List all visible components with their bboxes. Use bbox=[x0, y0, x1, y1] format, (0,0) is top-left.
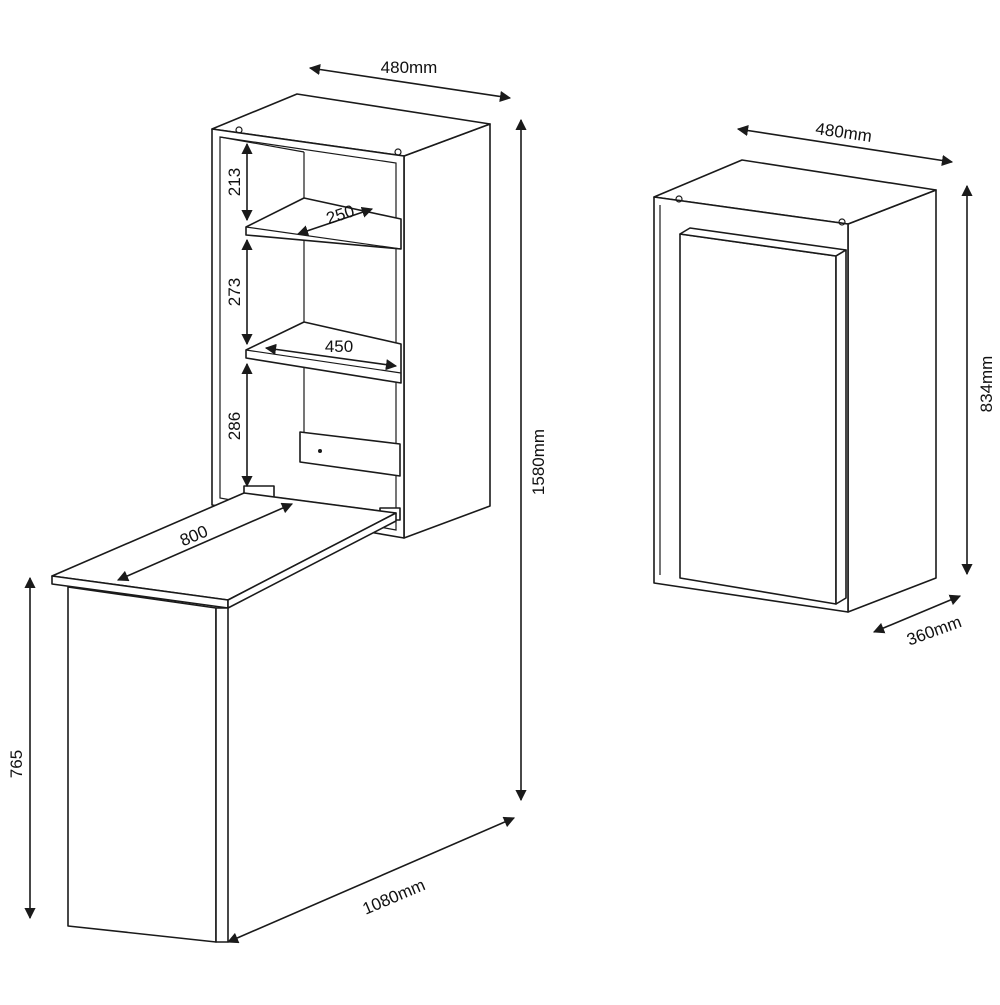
closed-unit-drawing bbox=[653, 159, 937, 613]
closed-cabinet-right-side bbox=[847, 189, 937, 613]
top-pin-hole bbox=[235, 126, 243, 134]
dim-label-shelf-lower: 450 bbox=[325, 337, 353, 356]
dim-label-table-length: 1080mm bbox=[360, 875, 428, 918]
dim-line-table-length bbox=[226, 816, 516, 944]
cabinet-right-side bbox=[403, 123, 491, 539]
dim-line-shelf-upper bbox=[296, 206, 374, 237]
dim-line-table-depth bbox=[116, 502, 294, 582]
closed-top-pin-hole bbox=[675, 195, 683, 203]
dim-label-closed-height: 834mm bbox=[977, 356, 996, 413]
dim-label-table-height: 765 bbox=[7, 750, 26, 778]
table-leg-panel bbox=[67, 586, 217, 943]
cabinet-inner-top-edge bbox=[219, 136, 305, 153]
dim-label-top-width: 480mm bbox=[381, 58, 438, 77]
dim-line-closed-depth bbox=[872, 594, 962, 634]
dim-line-top-width bbox=[308, 63, 512, 103]
table-leg-edge bbox=[215, 607, 229, 943]
dim-label-gap-bottom: 286 bbox=[225, 412, 244, 440]
dim-label-gap-top: 213 bbox=[225, 168, 244, 196]
dim-label-total-height: 1580mm bbox=[529, 429, 548, 495]
cabinet-inner-opening bbox=[219, 136, 397, 531]
table-top-side-edge bbox=[227, 512, 397, 609]
folded-table-door bbox=[679, 233, 837, 605]
dim-label-gap-middle: 273 bbox=[225, 278, 244, 306]
top-pin-hole bbox=[394, 148, 402, 156]
open-unit-drawing bbox=[51, 93, 491, 943]
upper-shelf-edge bbox=[245, 226, 402, 250]
closed-top-pin-hole bbox=[838, 218, 846, 226]
dim-line-shelf-lower bbox=[264, 343, 398, 371]
dim-line-closed-width bbox=[736, 125, 954, 166]
back-rail bbox=[299, 431, 401, 477]
rail-screw bbox=[318, 449, 322, 453]
dim-label-closed-depth: 360mm bbox=[904, 612, 964, 649]
folded-table-door-side-edge bbox=[835, 249, 847, 605]
